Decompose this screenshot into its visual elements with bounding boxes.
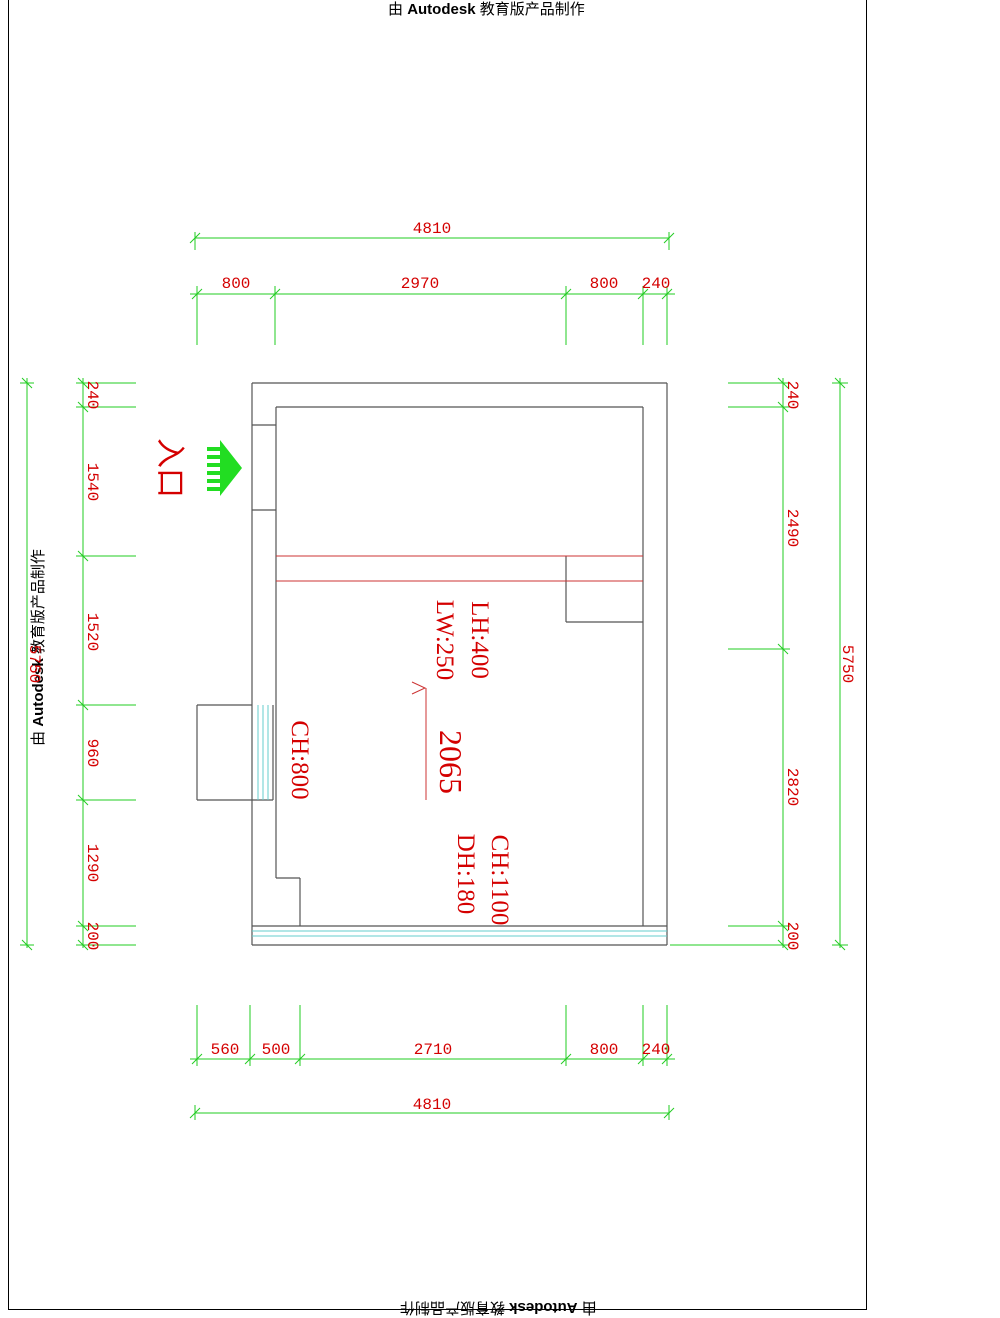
- left-dimension-lines: [20, 377, 136, 951]
- bottom-dimension-1: 560: [211, 1041, 240, 1059]
- ch-1100-label: CH:1100: [486, 835, 513, 926]
- top-dimension-4: 240: [642, 275, 671, 293]
- left-dimension-1: 240: [83, 381, 101, 410]
- entrance-label: 入口: [153, 438, 186, 498]
- lw-label: LW:250: [431, 600, 458, 681]
- right-dimension-4: 200: [783, 922, 801, 951]
- left-dimension-6: 200: [83, 922, 101, 951]
- right-dimension-3: 2820: [783, 768, 801, 806]
- dh-180-label: DH:180: [452, 834, 479, 915]
- left-dimension-3: 1520: [83, 613, 101, 651]
- left-dimension-4: 960: [83, 739, 101, 768]
- room-walls: [251, 382, 668, 946]
- top-dimension-lines: [189, 232, 675, 345]
- bottom-window: [252, 930, 667, 937]
- entrance-arrow-icon: [207, 440, 242, 496]
- bottom-total-dimension: 4810: [413, 1096, 451, 1114]
- watermark-top: 由 Autodesk 教育版产品制作: [388, 1, 585, 18]
- left-dimension-2: 1540: [83, 463, 101, 501]
- right-dimension-lines: [670, 377, 848, 951]
- top-dimension-2: 2970: [401, 275, 439, 293]
- drawing-sheet-border: [8, 0, 867, 1310]
- beam-lines: [276, 555, 643, 582]
- right-total-dimension: 5750: [838, 645, 856, 683]
- top-total-dimension: 4810: [413, 220, 451, 238]
- bottom-dimension-2: 500: [262, 1041, 291, 1059]
- left-total-dimension: 5750: [25, 645, 43, 683]
- ch-800-label: CH:800: [286, 720, 313, 799]
- right-dimension-2: 2490: [783, 509, 801, 547]
- bottom-dimension-4: 800: [590, 1041, 619, 1059]
- left-dimension-5: 1290: [83, 844, 101, 882]
- height-value: 2065: [433, 730, 469, 794]
- bottom-dimension-5: 240: [642, 1041, 671, 1059]
- left-window-bay: [196, 704, 274, 801]
- level-marker-icon: [411, 681, 427, 800]
- top-dimension-1: 800: [222, 275, 251, 293]
- top-dimension-3: 800: [590, 275, 619, 293]
- bottom-dimension-lines: [189, 1005, 675, 1120]
- right-dimension-1: 240: [783, 381, 801, 410]
- lh-label: LH:400: [466, 601, 493, 679]
- bottom-dimension-3: 2710: [414, 1041, 452, 1059]
